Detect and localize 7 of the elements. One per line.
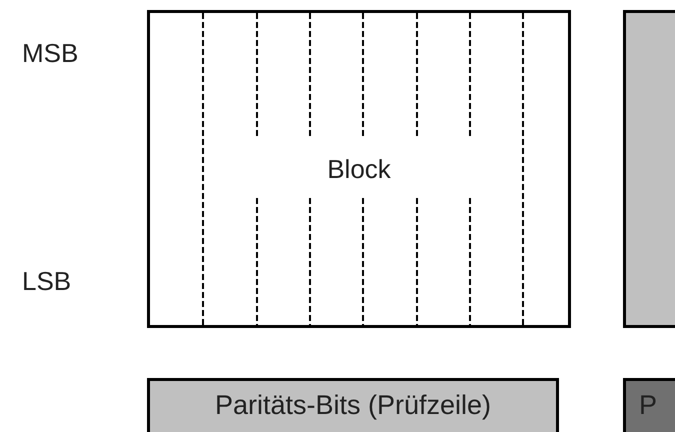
bit-order-label: LSB xyxy=(22,265,72,298)
bit-order-label: MSB xyxy=(22,37,78,70)
box-label: P xyxy=(638,388,658,422)
box-label: Paritäts-Bits (Prüfzeile) xyxy=(214,388,492,422)
side-bar-box xyxy=(623,10,675,328)
parity-row-box xyxy=(147,378,559,432)
box-label: Block xyxy=(327,152,391,186)
